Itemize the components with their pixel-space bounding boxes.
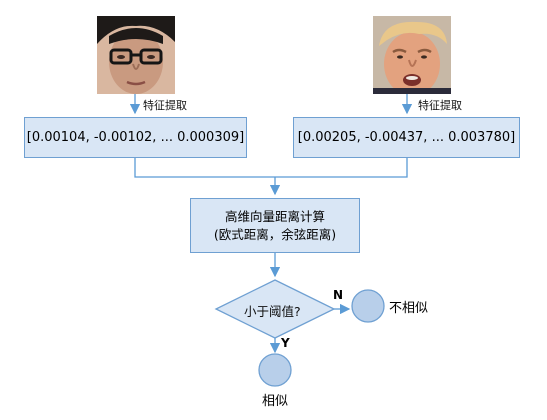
right-feature-vector-box: [0.00205, -0.00437, ... 0.003780] xyxy=(293,117,520,158)
decision-text: 小于阈值? xyxy=(244,304,301,319)
no-branch-label: N xyxy=(333,288,344,302)
right-feature-vector-text: [0.00205, -0.00437, ... 0.003780] xyxy=(297,130,516,145)
right-extract-label: 特征提取 xyxy=(418,99,462,112)
not-similar-label: 不相似 xyxy=(389,301,429,316)
distance-calc-title: 高维向量距离计算 xyxy=(224,208,325,224)
face-photo-older-man-blond-hair-icon xyxy=(373,16,451,94)
distance-calc-subtitle: (欧式距离，余弦距离) xyxy=(213,226,337,242)
similar-label: 相似 xyxy=(262,394,289,409)
face-photo-young-man-glasses-icon xyxy=(97,16,175,94)
left-feature-vector-box: [0.00104, -0.00102, ... 0.000309] xyxy=(24,117,247,158)
left-face-photo xyxy=(97,16,175,94)
left-extract-label: 特征提取 xyxy=(143,99,187,112)
not-similar-circle xyxy=(351,289,385,323)
distance-calc-box: 高维向量距离计算 (欧式距离，余弦距离) xyxy=(190,198,360,253)
similar-circle xyxy=(258,353,292,387)
yes-branch-label: Y xyxy=(281,336,290,350)
left-feature-vector-text: [0.00104, -0.00102, ... 0.000309] xyxy=(26,130,245,145)
join-line xyxy=(134,158,408,178)
right-face-photo xyxy=(373,16,451,94)
